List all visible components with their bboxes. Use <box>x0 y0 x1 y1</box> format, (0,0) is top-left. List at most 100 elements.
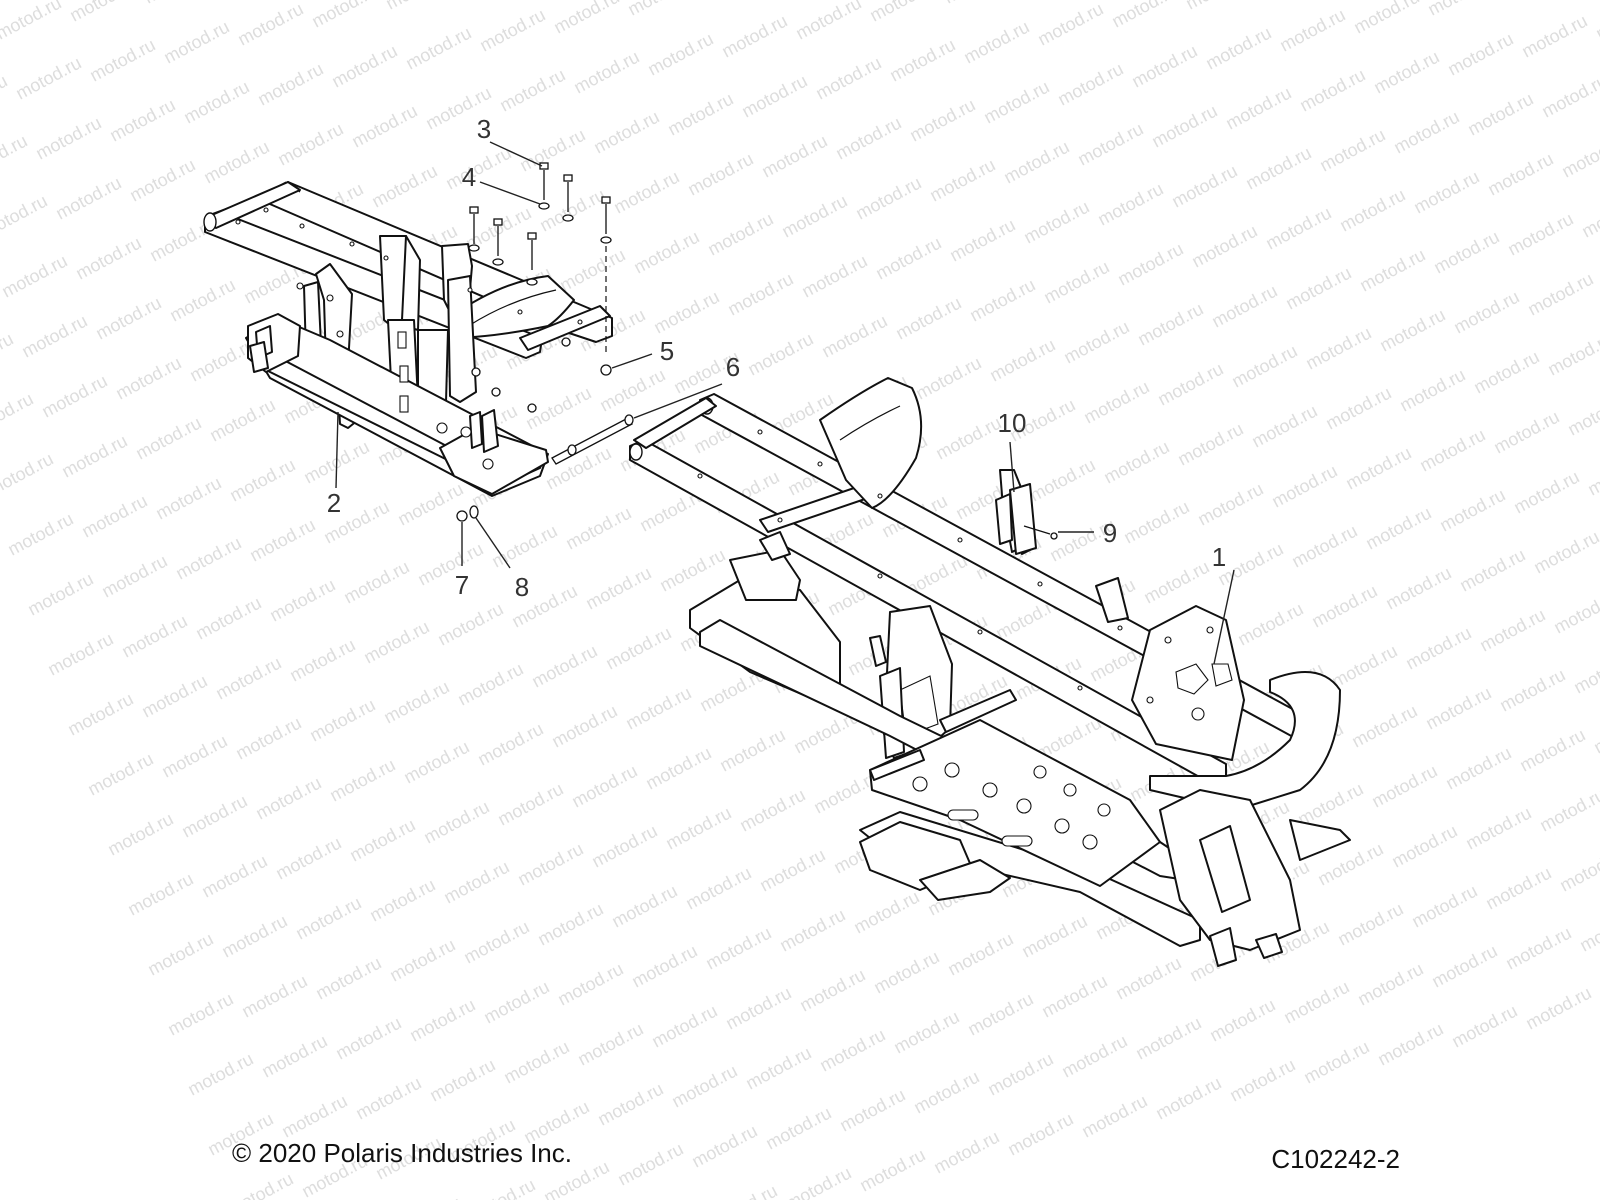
watermark-text: motod.ru <box>1026 455 1098 506</box>
watermark-text: motod.ru <box>590 107 662 158</box>
watermark-text: motod.ru <box>1490 407 1562 458</box>
watermark-text: motod.ru <box>792 0 864 44</box>
watermark-text: motod.ru <box>886 35 958 86</box>
watermark-text: motod.ru <box>32 113 104 164</box>
watermark-text: motod.ru <box>0 251 71 302</box>
watermark-text: motod.ru <box>516 125 588 176</box>
watermark-text: motod.ru <box>630 227 702 278</box>
watermark-text: motod.ru <box>1516 725 1588 776</box>
watermark-text: motod.ru <box>1108 0 1180 32</box>
watermark-text: motod.ru <box>332 1013 404 1064</box>
watermark-text: motod.ru <box>474 719 546 770</box>
watermark-text: motod.ru <box>1040 257 1112 308</box>
watermark-text: motod.ru <box>984 1049 1056 1100</box>
watermark-text: motod.ru <box>980 77 1052 128</box>
watermark-text: motod.ru <box>756 845 828 896</box>
bolt-group <box>469 162 611 270</box>
watermark-text: motod.ru <box>1100 437 1172 488</box>
watermark-text: motod.ru <box>272 833 344 884</box>
watermark-text: motod.ru <box>366 875 438 926</box>
watermark-text: motod.ru <box>104 809 176 860</box>
watermark-text: motod.ru <box>1316 125 1388 176</box>
watermark-text: motod.ru <box>1112 953 1184 1004</box>
watermark-text: motod.ru <box>454 659 526 710</box>
watermark-text: motod.ru <box>1448 1001 1520 1052</box>
watermark-text: motod.ru <box>1350 0 1422 38</box>
watermark-text: motod.ru <box>420 797 492 848</box>
watermark-text: motod.ru <box>224 1169 296 1200</box>
watermark-text: motod.ru <box>514 839 586 890</box>
watermark-text: motod.ru <box>1120 497 1192 548</box>
watermark-text: motod.ru <box>1464 89 1536 140</box>
watermark-text: motod.ru <box>582 563 654 614</box>
watermark-text: motod.ru <box>1570 647 1600 698</box>
watermark-text: motod.ru <box>212 653 284 704</box>
watermark-text: motod.ru <box>668 1061 740 1112</box>
watermark-text: motod.ru <box>184 1049 256 1100</box>
watermark-text: motod.ru <box>306 695 378 746</box>
callout-10: 10 <box>998 408 1027 438</box>
watermark-text: motod.ru <box>1362 503 1434 554</box>
watermark-text: motod.ru <box>614 1139 686 1190</box>
watermark-text: motod.ru <box>1074 119 1146 170</box>
watermark-text: motod.ru <box>1004 1109 1076 1160</box>
watermark-text: motod.ru <box>1000 137 1072 188</box>
watermark-text: motod.ru <box>1484 149 1556 200</box>
watermark-text: motod.ru <box>246 515 318 566</box>
watermark-text: motod.ru <box>1234 599 1306 650</box>
watermark-text: motod.ru <box>466 1175 538 1200</box>
watermark-text: motod.ru <box>292 893 364 944</box>
watermark-text: motod.ru <box>348 101 420 152</box>
watermark-text: motod.ru <box>1242 143 1314 194</box>
watermark-text: motod.ru <box>1410 167 1482 218</box>
callout-4: 4 <box>462 162 476 192</box>
watermark-text: motod.ru <box>1590 707 1600 758</box>
watermark-text: motod.ru <box>1370 47 1442 98</box>
watermark-text: motod.ru <box>496 65 568 116</box>
watermark-text: motod.ru <box>274 119 346 170</box>
watermark-text: motod.ru <box>1416 425 1488 476</box>
watermark-text: motod.ru <box>1550 587 1600 638</box>
watermark-text: motod.ru <box>1504 209 1576 260</box>
watermark-text: motod.ru <box>832 113 904 164</box>
watermark-text: motod.ru <box>1408 881 1480 932</box>
watermark-text: motod.ru <box>708 1181 780 1200</box>
watermark-text: motod.ru <box>494 779 566 830</box>
watermark-text: motod.ru <box>200 137 272 188</box>
watermark-text: motod.ru <box>406 995 478 1046</box>
watermark-text: motod.ru <box>442 143 514 194</box>
rear-subframe-drawing <box>203 181 613 497</box>
watermark-text: motod.ru <box>1300 1037 1372 1088</box>
watermark-text: motod.ru <box>1482 863 1554 914</box>
watermark-text: motod.ru <box>1436 485 1508 536</box>
watermark-text: motod.ru <box>1114 239 1186 290</box>
watermark-text: motod.ru <box>66 0 138 26</box>
watermark-text: motod.ru <box>476 5 548 56</box>
callout-1: 1 <box>1212 542 1226 572</box>
watermark-text: motod.ru <box>628 941 700 992</box>
watermark-text: motod.ru <box>178 791 250 842</box>
watermark-text: motod.ru <box>106 95 178 146</box>
watermark-text: motod.ru <box>426 1055 498 1106</box>
watermark-text: motod.ru <box>1450 287 1522 338</box>
watermark-text: motod.ru <box>1396 365 1468 416</box>
watermark-text: motod.ru <box>394 479 466 530</box>
watermark-text: motod.ru <box>1518 11 1590 62</box>
watermark-text: motod.ru <box>234 0 306 50</box>
watermark-text: motod.ru <box>850 887 922 938</box>
watermark-text: motod.ru <box>52 173 124 224</box>
watermark-text: motod.ru <box>1060 317 1132 368</box>
watermark-text: motod.ru <box>554 959 626 1010</box>
watermark-text: motod.ru <box>198 851 270 902</box>
watermark-text: motod.ru <box>340 557 412 608</box>
watermark-text: motod.ru <box>1388 821 1460 872</box>
watermark-text: motod.ru <box>702 923 774 974</box>
watermark-text: motod.ru <box>1564 389 1600 440</box>
watermark-text: motod.ru <box>644 29 716 80</box>
watermark-text: motod.ru <box>308 0 380 32</box>
leader-lines <box>335 141 1235 665</box>
watermark-text: motod.ru <box>98 551 170 602</box>
watermark-text: motod.ru <box>1390 107 1462 158</box>
watermark-text: motod.ru <box>1354 959 1426 1010</box>
watermark-text: motod.ru <box>0 449 57 500</box>
